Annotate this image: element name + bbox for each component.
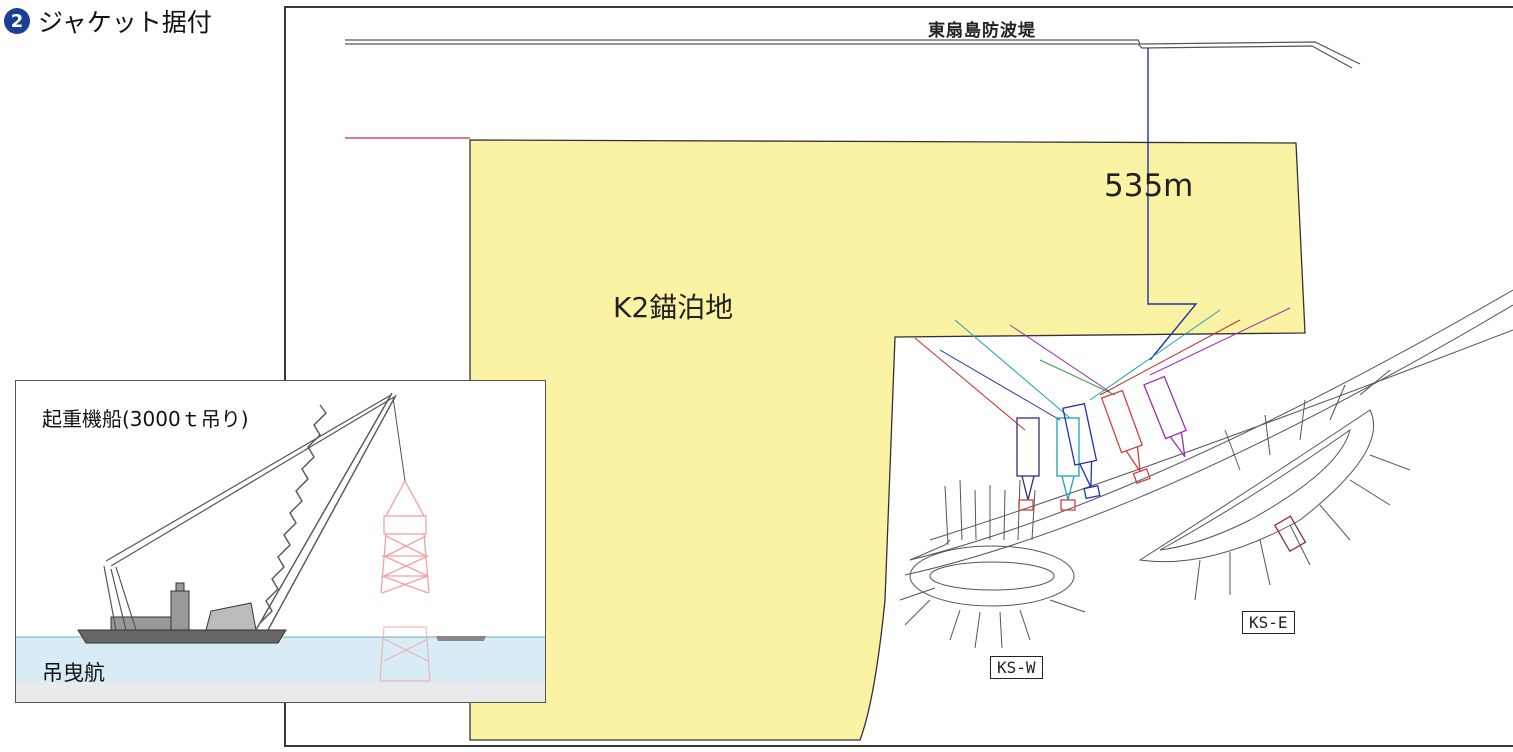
suspended-jacket: [380, 480, 430, 594]
site-east-label: KS-E: [1242, 611, 1295, 634]
inset-title: 起重機船(3000ｔ吊り): [42, 407, 249, 431]
mooring-lines: [914, 307, 1291, 431]
crane-vessel-drawing: [16, 392, 545, 702]
distance-line: [1147, 48, 1198, 361]
coastline: [904, 289, 1513, 576]
crane-vessel-inset: 起重機船(3000ｔ吊り) 吊曳航: [15, 380, 546, 703]
jacket-reflection: [379, 626, 431, 682]
step-heading: 2 ジャケット据付: [4, 4, 212, 38]
anchorage-label: K2錨泊地: [613, 291, 734, 324]
step-title: ジャケット据付: [38, 8, 212, 37]
seabed-band: [16, 682, 545, 702]
inset-caption: 吊曳航: [42, 661, 105, 685]
breakwater: [345, 39, 1361, 69]
main-jib: [255, 392, 397, 631]
step-number-badge: 2: [4, 8, 30, 34]
island-ks-e: [1138, 369, 1411, 601]
anchorage-area: [469, 139, 1306, 741]
site-west-label: KS-W: [990, 656, 1043, 679]
crane-barges: [1016, 375, 1307, 553]
island-ks-w: [899, 479, 1086, 649]
breakwater-label: 東扇島防波堤: [928, 21, 1036, 41]
vessel-hull: [77, 629, 287, 644]
water-band: [16, 637, 545, 682]
distance-label: 535m: [1104, 168, 1194, 204]
